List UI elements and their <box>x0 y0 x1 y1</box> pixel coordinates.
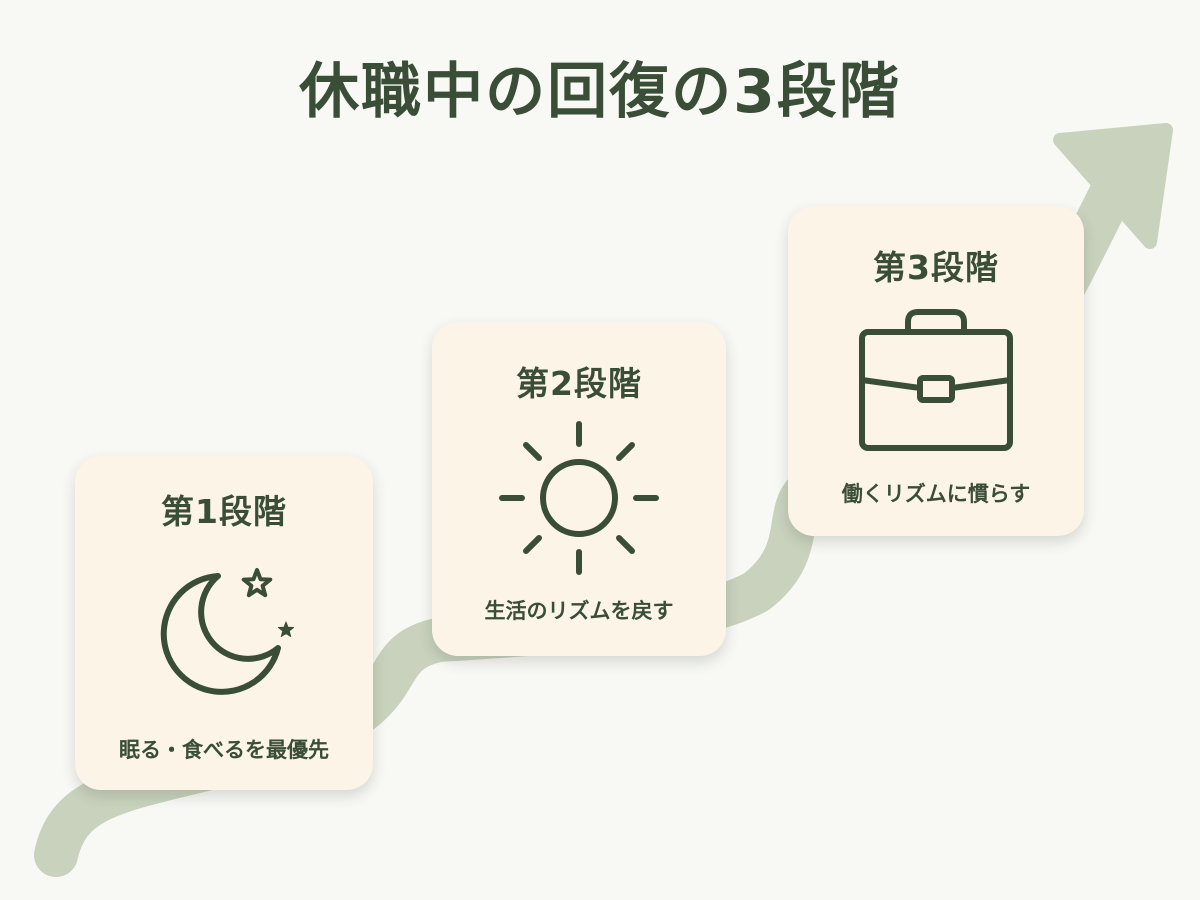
stage-card-1: 第1段階 眠る・食べるを最優先 <box>75 456 373 790</box>
stage-description: 生活のリズムを戻す <box>484 599 674 623</box>
stage-label: 第2段階 <box>516 364 642 403</box>
stage-label: 第3段階 <box>873 248 999 287</box>
stage-description: 眠る・食べるを最優先 <box>119 738 329 762</box>
sun-icon <box>499 421 659 575</box>
stage-card-3: 第3段階 働くリズムに慣らす <box>788 206 1084 536</box>
page-title: 休職中の回復の3段階 <box>299 57 901 127</box>
briefcase-icon <box>859 309 1013 451</box>
stage-label: 第1段階 <box>161 492 287 531</box>
stage-card-2: 第2段階 生活のリズムを戻す <box>432 322 726 656</box>
stage-description: 働くリズムに慣らす <box>841 482 1031 506</box>
progress-arrow-head <box>1053 123 1173 249</box>
moon-stars-icon <box>160 568 295 695</box>
